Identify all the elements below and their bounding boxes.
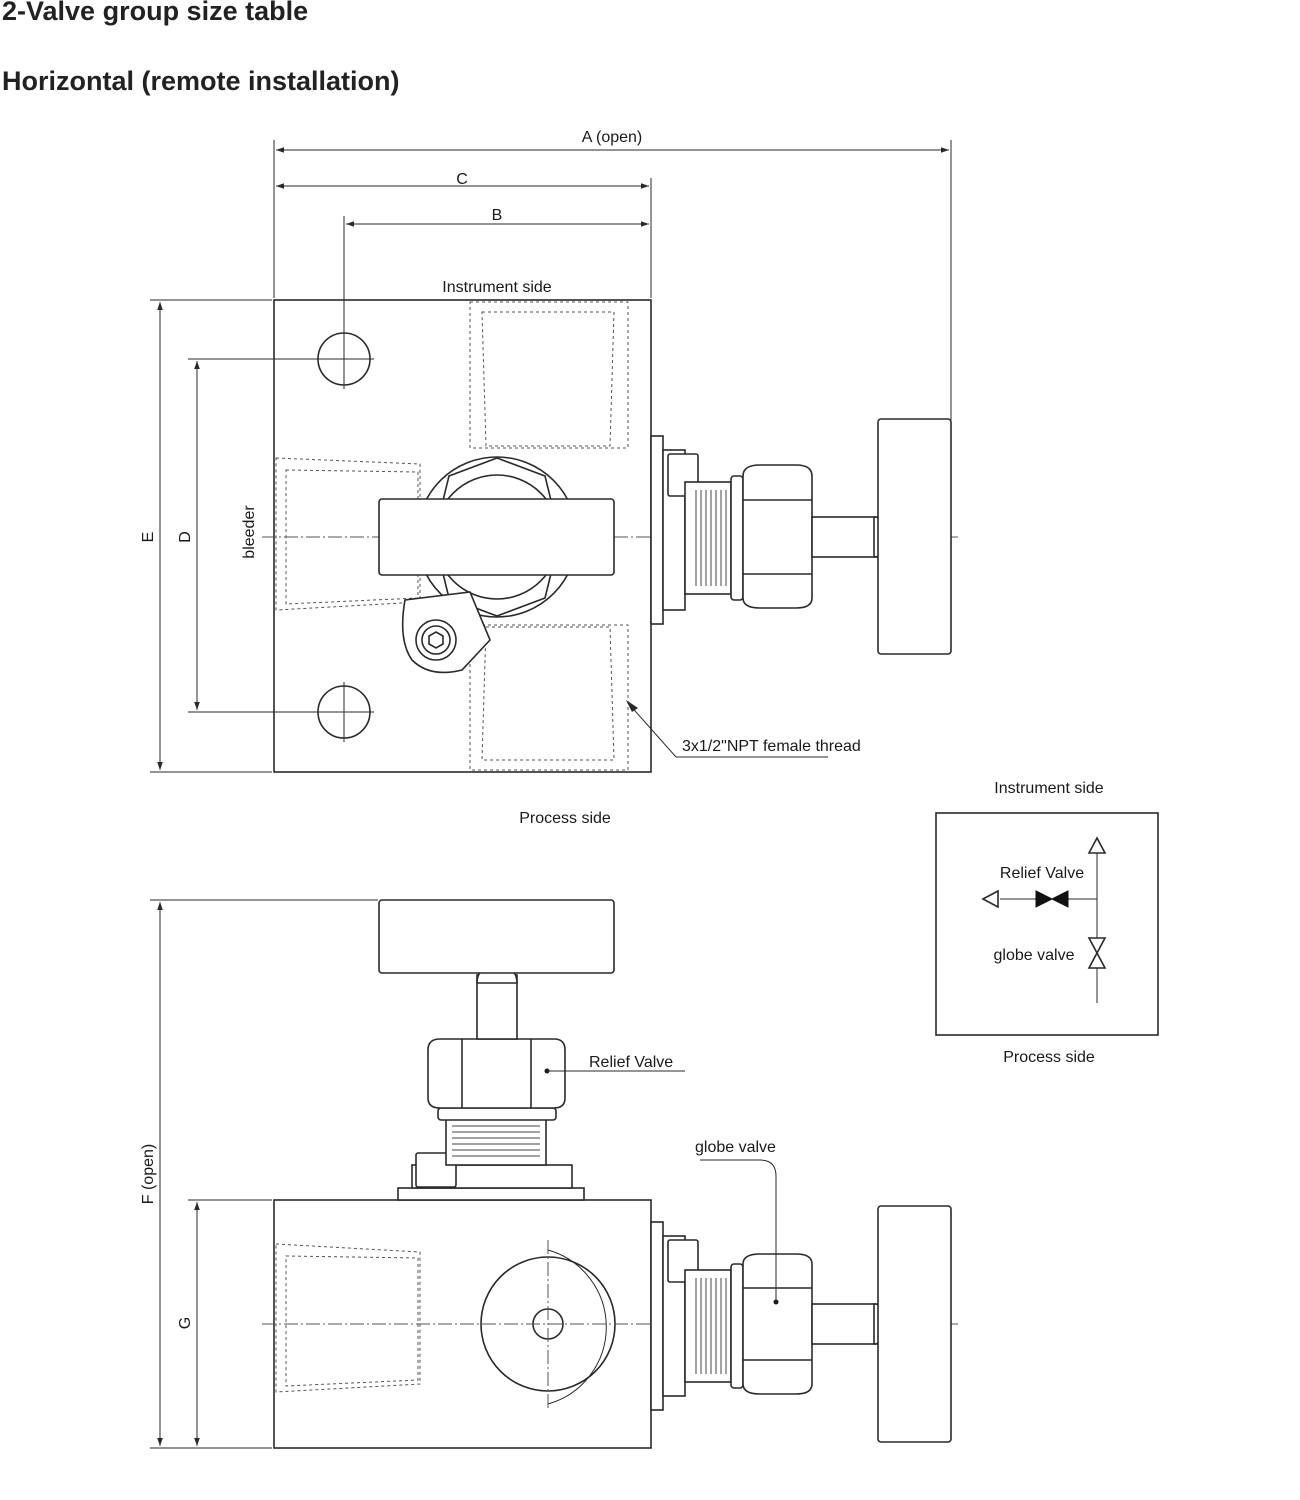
dim-g-line	[188, 1199, 272, 1446]
top-view: A (open) C B E D bleeder Instrument side…	[140, 129, 960, 827]
front-process-port	[480, 1240, 616, 1410]
dim-e-line	[150, 299, 272, 773]
mounting-hole-top	[314, 329, 374, 389]
dim-d-label: D	[177, 531, 194, 543]
schematic-globe-valve-symbol	[1087, 937, 1107, 969]
page-title: 2-Valve group size table	[2, 0, 309, 26]
globe-valve-label: globe valve	[695, 1139, 776, 1156]
dim-d-line	[188, 358, 372, 713]
schematic-relief-valve-symbol	[1035, 890, 1069, 908]
dim-e-label: E	[140, 532, 157, 543]
dim-f-line	[150, 899, 378, 1449]
globe-valve-assembly-top	[650, 418, 952, 655]
dim-c-label: C	[456, 171, 468, 188]
schematic-relief-valve-label: Relief Valve	[1000, 865, 1084, 882]
dim-a-line	[273, 140, 952, 420]
relief-valve-label: Relief Valve	[589, 1054, 673, 1071]
bleeder-handle	[378, 498, 615, 576]
mounting-hole-bottom	[314, 682, 374, 742]
npt-port-instrument	[469, 301, 629, 449]
schematic-vent-arrow	[981, 889, 999, 909]
dim-a-label: A (open)	[582, 129, 642, 146]
bleeder-label: bleeder	[241, 505, 258, 559]
schematic-box	[935, 812, 1159, 1036]
locking-plate	[401, 591, 491, 674]
dim-b-label: B	[492, 207, 503, 224]
npt-port-process	[469, 624, 629, 771]
schematic: Instrument side Process side Relief Valv…	[935, 780, 1159, 1066]
relief-valve-assembly	[378, 899, 615, 1201]
top-process-side-label: Process side	[519, 810, 611, 827]
globe-valve-leader	[700, 1159, 777, 1302]
globe-valve-assembly-front	[650, 1205, 952, 1443]
top-instrument-side-label: Instrument side	[442, 279, 551, 296]
thread-note-leader	[626, 700, 828, 758]
front-bleeder-port	[275, 1243, 421, 1393]
dim-c-line	[276, 178, 652, 298]
front-view: F (open) G	[140, 899, 960, 1449]
thread-note-label: 3x1/2"NPT female thread	[682, 738, 861, 755]
schematic-process-side-label: Process side	[1003, 1049, 1095, 1066]
dim-g-label: G	[177, 1317, 194, 1329]
schematic-instrument-arrow	[1087, 836, 1107, 854]
dim-f-label: F (open)	[140, 1144, 157, 1204]
schematic-globe-valve-label: globe valve	[994, 947, 1075, 964]
schematic-instrument-side-label: Instrument side	[994, 780, 1103, 797]
page-subtitle: Horizontal (remote installation)	[2, 66, 400, 96]
